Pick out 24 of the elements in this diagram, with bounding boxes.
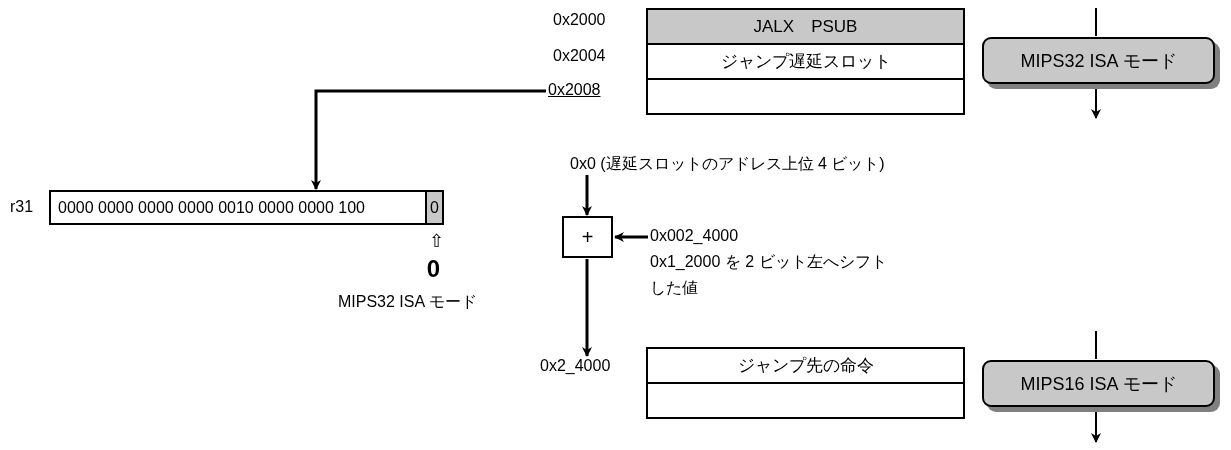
bit-pattern: 0000 0000 0000 0000 0010 0000 0000 100 bbox=[58, 199, 365, 217]
address-note: 0x0 (遅延スロットのアドレス上位 4 ビット) bbox=[570, 154, 1030, 174]
arrow bbox=[582, 259, 592, 357]
register-box bbox=[49, 190, 444, 225]
address-label: 0x2000 bbox=[553, 11, 606, 29]
address-label: 0x2008 bbox=[548, 81, 630, 101]
arrow bbox=[311, 89, 546, 190]
mode-label: MIPS32 ISA モード bbox=[338, 292, 477, 312]
arrow bbox=[582, 175, 592, 216]
bit-pointer-arrow: ⇧ bbox=[428, 230, 445, 252]
adder-box: + bbox=[562, 216, 613, 258]
address-label: 0x2_4000 bbox=[540, 357, 630, 377]
address-value: 0x002_4000 bbox=[650, 226, 740, 246]
bit-cell: 0 bbox=[425, 192, 442, 223]
instruction-cell: JALX PSUB bbox=[646, 8, 965, 45]
arrow bbox=[614, 232, 648, 242]
memory-cell bbox=[646, 78, 965, 115]
memory-cell bbox=[646, 382, 965, 419]
value-note: 0x1_2000 を 2 ビット左へシフトした値 bbox=[650, 252, 888, 298]
bit-value: 0 bbox=[425, 255, 442, 283]
instruction-cell: ジャンプ先の命令 bbox=[646, 347, 965, 384]
instruction-cell: ジャンプ遅延スロット bbox=[646, 43, 965, 80]
address-label: 0x2004 bbox=[553, 47, 606, 65]
register-name: r31 bbox=[10, 198, 34, 216]
